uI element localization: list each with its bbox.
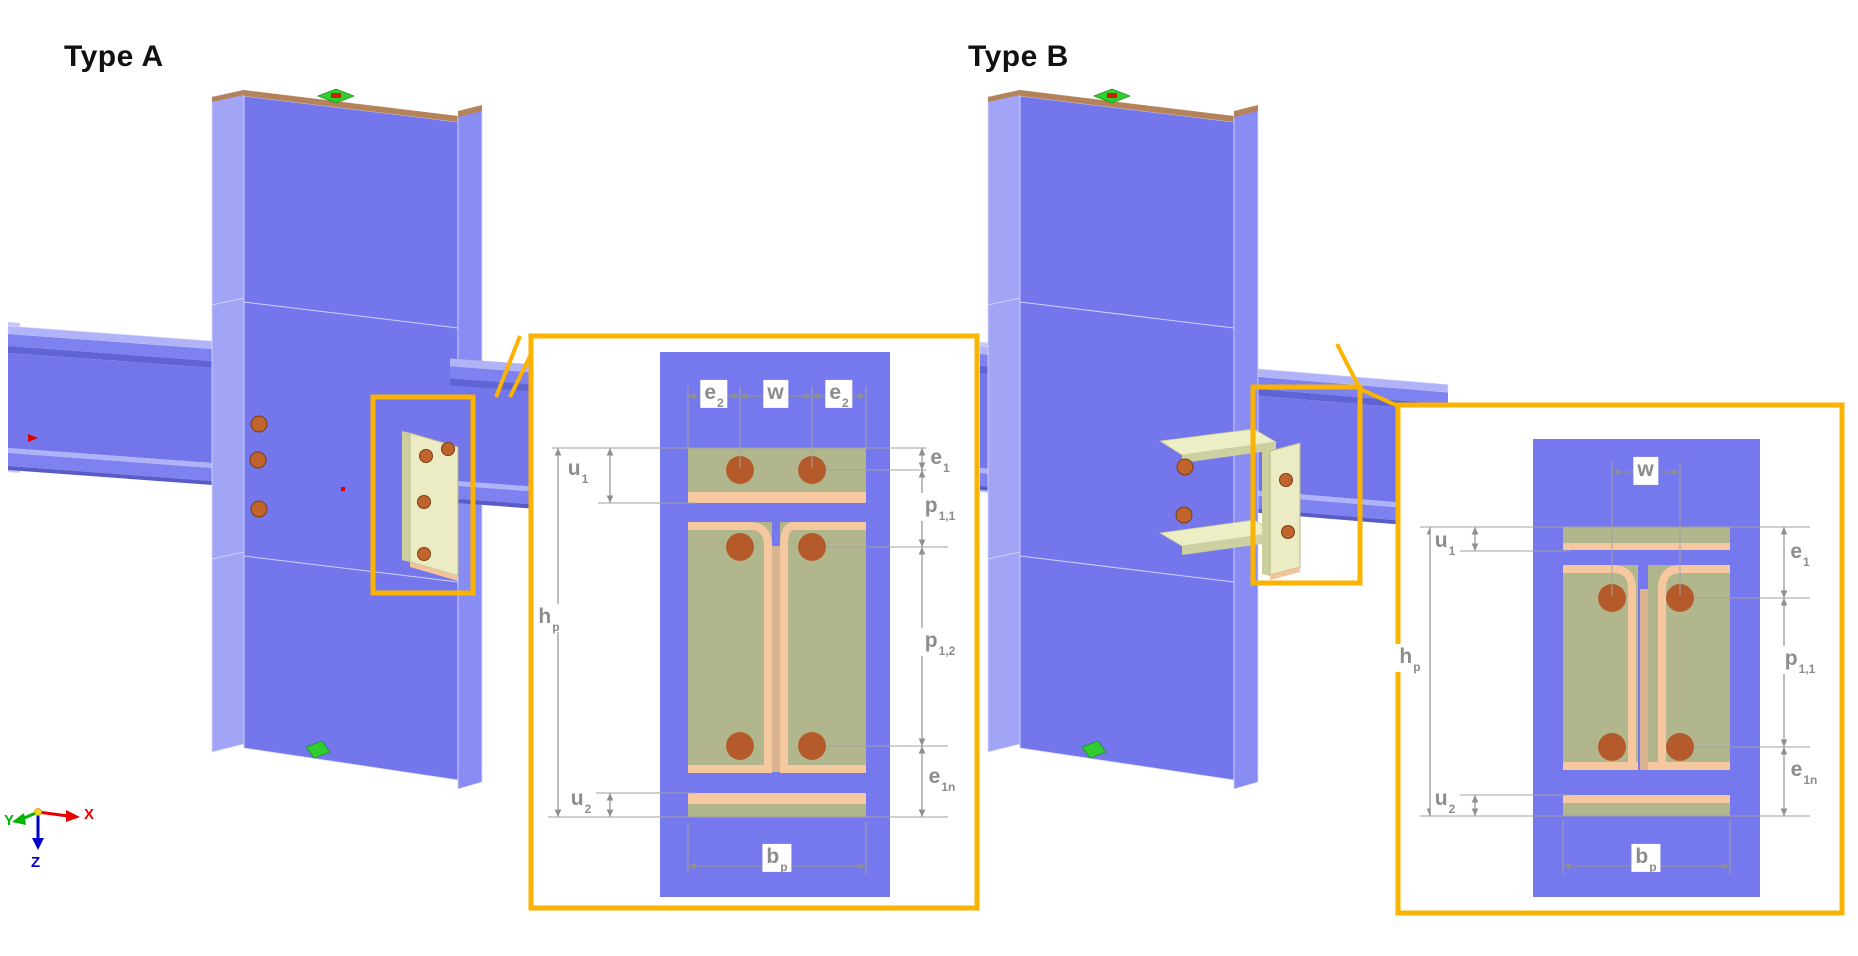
dim-label-a-e1: e1 — [926, 444, 954, 474]
end-plate-a — [402, 431, 459, 581]
bolts-end-plate-b — [1279, 473, 1295, 539]
bolts-end-plate-a — [417, 442, 455, 561]
node-mark-a — [341, 487, 345, 491]
callout-rect-b — [1250, 384, 1363, 586]
dim-label-b-hp: hp — [1395, 643, 1425, 673]
bolts-column-a — [249, 415, 268, 518]
detail-a-cleats — [688, 448, 866, 817]
dim-label-a-bp: bp — [762, 843, 792, 873]
model-type-b — [979, 88, 1449, 790]
dim-label-a-e2-left: e2 — [700, 379, 728, 409]
dim-label-b-u2: u2 — [1430, 785, 1460, 815]
callout-rect-a — [370, 394, 476, 596]
dim-label-b-e1n: e1n — [1786, 756, 1822, 786]
detail-view-b — [1395, 402, 1845, 916]
dim-label-b-w: w — [1633, 456, 1659, 486]
dim-label-b-e1: e1 — [1786, 538, 1814, 568]
support-marker-top — [317, 88, 355, 104]
detail-a-bolts — [726, 456, 826, 760]
dim-label-a-e1n: e1n — [924, 763, 960, 793]
detail-view-a — [528, 333, 980, 911]
title-type-a: Type A — [64, 40, 164, 73]
support-marker-bottom — [305, 740, 331, 759]
load-mark-beam-a — [28, 434, 38, 442]
dim-label-a-e2-right: e2 — [825, 379, 853, 409]
dim-label-a-w: w — [763, 379, 789, 409]
callout-leader-a — [494, 335, 533, 398]
dim-label-b-bp: bp — [1631, 843, 1661, 873]
dim-label-a-p11: p1,1 — [920, 492, 960, 522]
axis-z-label: Z — [31, 854, 41, 871]
dim-label-b-p11: p1,1 — [1780, 645, 1820, 675]
column-a — [211, 88, 483, 790]
coordinate-triad — [12, 808, 80, 850]
axis-x-label: X — [84, 806, 95, 823]
end-plate-b — [1262, 442, 1301, 580]
title-type-b: Type B — [968, 40, 1069, 73]
callout-leader-b — [1335, 343, 1399, 408]
dim-label-a-hp: hp — [534, 603, 564, 633]
dim-label-a-p12: p1,2 — [920, 627, 960, 657]
model-type-a — [7, 88, 562, 790]
bolts-column-b — [1175, 458, 1194, 524]
dim-label-a-u2: u2 — [566, 785, 596, 815]
detail-b-bolts — [1598, 584, 1694, 761]
axis-y-label: Y — [4, 812, 15, 829]
dim-label-a-u1: u1 — [563, 455, 593, 485]
dim-label-b-u1: u1 — [1430, 527, 1460, 557]
